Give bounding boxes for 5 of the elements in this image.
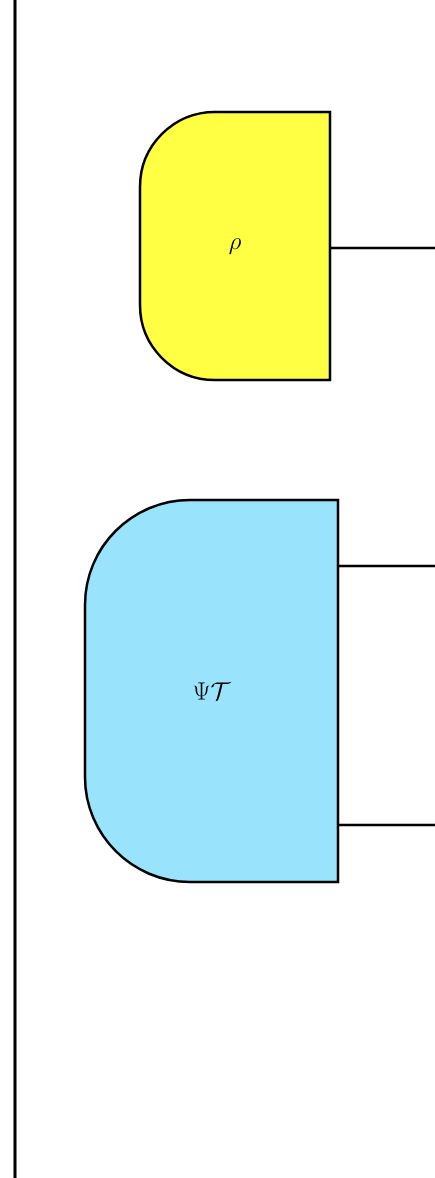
state-box: $\Psi\mathcal{T}$ xyxy=(83,498,340,884)
wire xyxy=(338,823,435,827)
wire xyxy=(338,564,435,568)
wire xyxy=(330,246,435,250)
state-box: $\rho$ xyxy=(138,110,332,382)
